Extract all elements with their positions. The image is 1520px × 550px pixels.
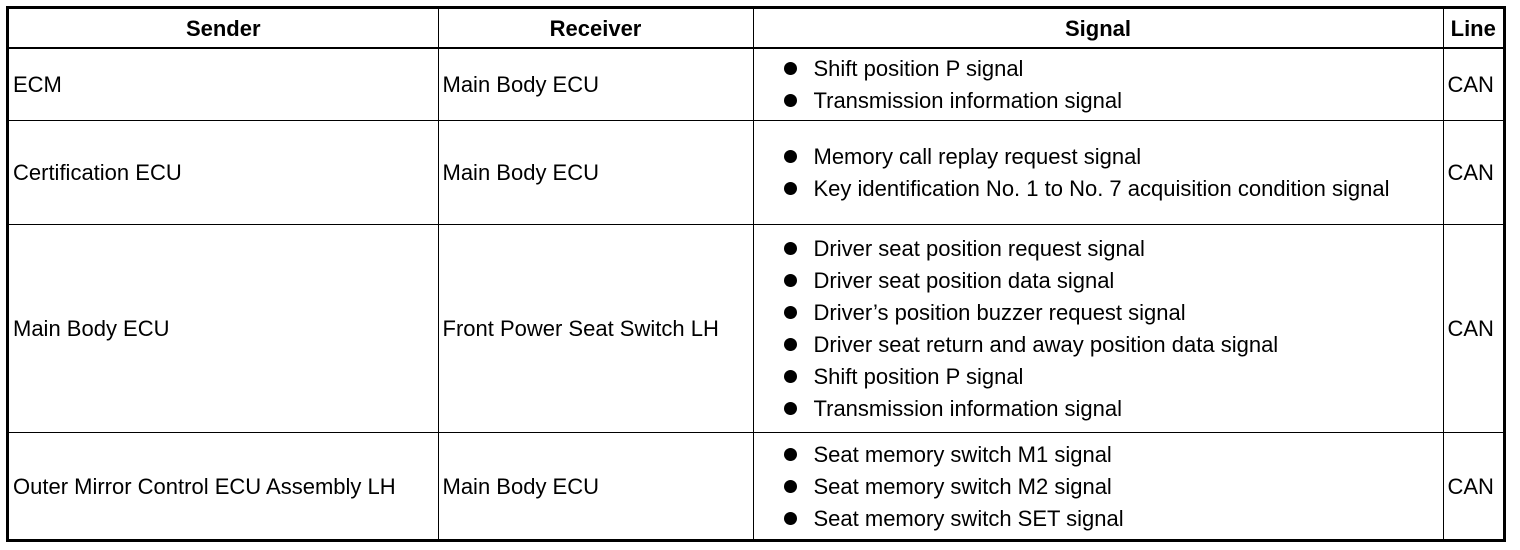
signal-cell: Driver seat position request signal Driv…	[752, 223, 1444, 433]
signal-cell: Memory call replay request signal Key id…	[752, 119, 1444, 225]
signal-list: Seat memory switch M1 signal Seat memory…	[758, 437, 1443, 536]
sender-cell: Certification ECU	[9, 119, 439, 225]
signal-item: Driver seat return and away position dat…	[778, 329, 1443, 360]
signal-item: Transmission information signal	[778, 393, 1443, 424]
line-cell: CAN	[1442, 223, 1503, 433]
sender-cell: ECM	[9, 47, 439, 121]
receiver-cell: Front Power Seat Switch LH	[437, 223, 754, 433]
line-cell: CAN	[1442, 431, 1503, 540]
table-row: Certification ECU Main Body ECU Memory c…	[9, 119, 1503, 225]
signal-item: Key identification No. 1 to No. 7 acquis…	[778, 173, 1443, 204]
signal-table-frame: Sender Receiver Signal Line ECM Main Bod…	[6, 6, 1506, 542]
signal-item: Seat memory switch M2 signal	[778, 471, 1443, 502]
signal-list: Memory call replay request signal Key id…	[758, 139, 1443, 206]
sender-cell: Outer Mirror Control ECU Assembly LH	[9, 431, 439, 540]
signal-item: Memory call replay request signal	[778, 141, 1443, 172]
header-receiver: Receiver	[437, 9, 754, 49]
header-signal: Signal	[752, 9, 1444, 49]
signal-cell: Seat memory switch M1 signal Seat memory…	[752, 431, 1444, 540]
signal-item: Shift position P signal	[778, 53, 1443, 84]
sender-cell: Main Body ECU	[9, 223, 439, 433]
header-sender: Sender	[9, 9, 439, 49]
signal-item: Transmission information signal	[778, 85, 1443, 116]
table-row: Outer Mirror Control ECU Assembly LH Mai…	[9, 431, 1503, 540]
line-cell: CAN	[1442, 119, 1503, 225]
signal-item: Driver seat position request signal	[778, 233, 1443, 264]
signal-item: Seat memory switch M1 signal	[778, 439, 1443, 470]
table-row: Main Body ECU Front Power Seat Switch LH…	[9, 223, 1503, 433]
signal-item: Driver seat position data signal	[778, 265, 1443, 296]
signal-list: Driver seat position request signal Driv…	[758, 231, 1443, 426]
signal-cell: Shift position P signal Transmission inf…	[752, 47, 1444, 121]
line-cell: CAN	[1442, 47, 1503, 121]
header-line: Line	[1442, 9, 1503, 49]
signal-item: Seat memory switch SET signal	[778, 503, 1443, 534]
signal-list: Shift position P signal Transmission inf…	[758, 51, 1443, 118]
receiver-cell: Main Body ECU	[437, 47, 754, 121]
signal-table: Sender Receiver Signal Line ECM Main Bod…	[9, 9, 1503, 540]
receiver-cell: Main Body ECU	[437, 119, 754, 225]
table-header-row: Sender Receiver Signal Line	[9, 9, 1503, 49]
receiver-cell: Main Body ECU	[437, 431, 754, 540]
table-row: ECM Main Body ECU Shift position P signa…	[9, 47, 1503, 121]
signal-item: Driver’s position buzzer request signal	[778, 297, 1443, 328]
signal-item: Shift position P signal	[778, 361, 1443, 392]
